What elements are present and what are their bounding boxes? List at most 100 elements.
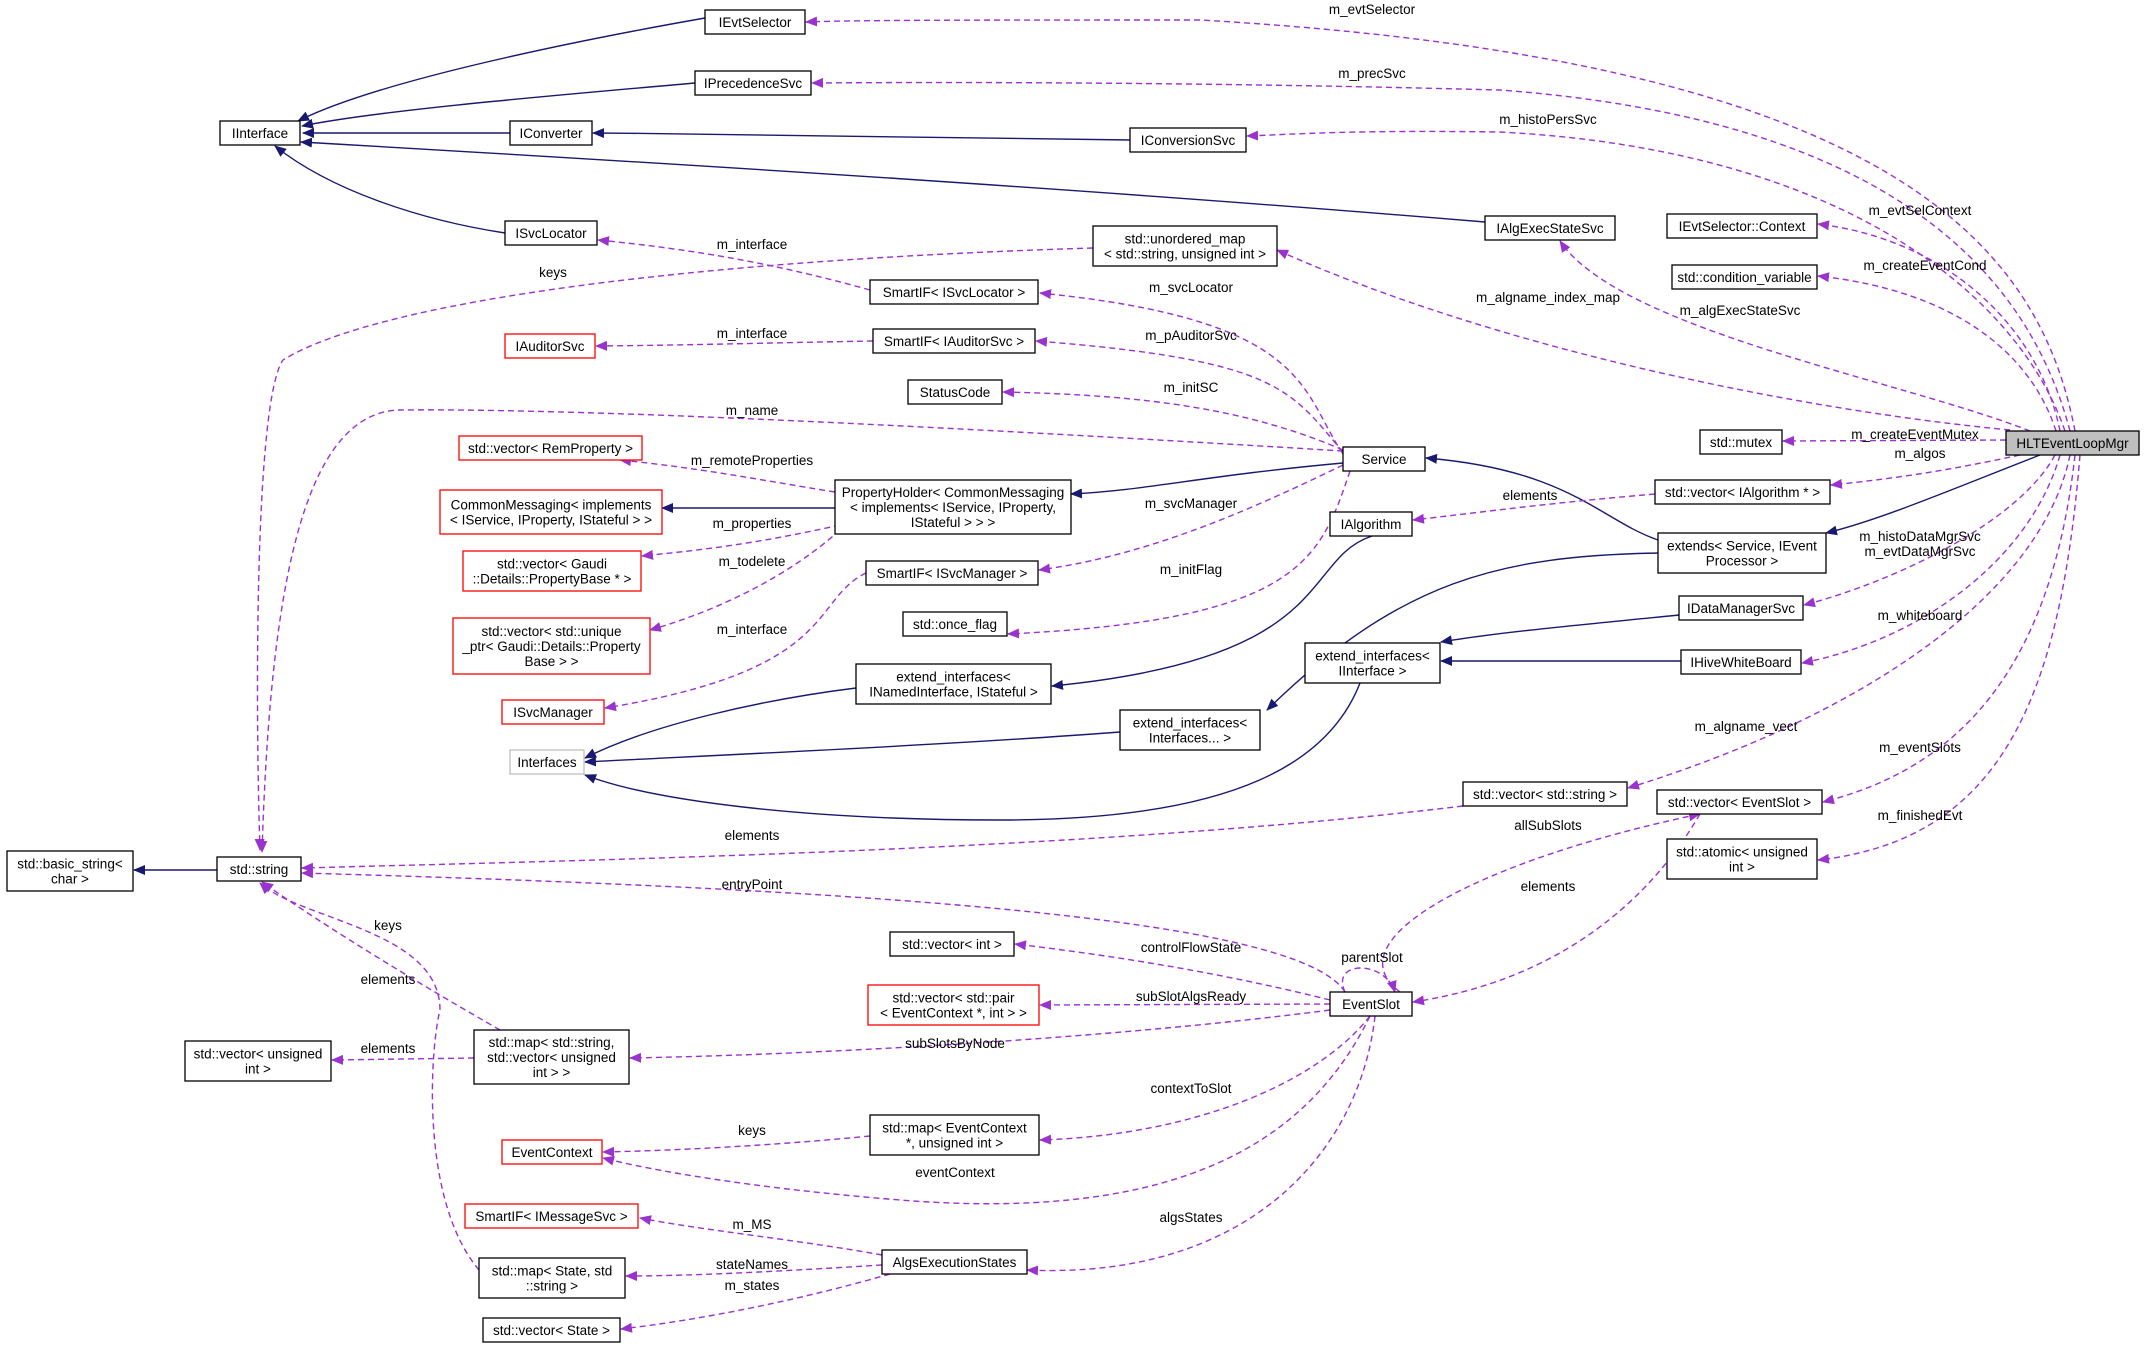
edge-label-m-interface-1: m_interface	[717, 237, 788, 252]
node-box	[504, 220, 598, 246]
node-extend-interfaces-iinterface[interactable]: extend_interfaces<IInterface >	[1304, 642, 1441, 684]
node-commonmessaging[interactable]: CommonMessaging< implements< IService, I…	[439, 489, 663, 535]
node-vector-ialgorithm[interactable]: std::vector< IAlgorithm * >	[1654, 479, 1831, 505]
node-hlteventloopmgr[interactable]: HLTEventLoopMgr	[2005, 430, 2140, 456]
node-box	[1329, 511, 1413, 537]
node-eventcontext[interactable]: EventContext	[501, 1139, 603, 1165]
node-basic-string[interactable]: std::basic_string<char >	[6, 850, 134, 892]
edge-label-m-algexecstatesvc: m_algExecStateSvc	[1680, 303, 1801, 318]
edge-m-initflag	[1007, 470, 1351, 639]
node-label-line: < IService, IProperty, IStateful > >	[450, 513, 652, 528]
edge-label-controlflowstate: controlFlowState	[1141, 940, 1242, 955]
node-idatamanagersvc[interactable]: IDataManagerSvc	[1678, 595, 1804, 621]
edge-label-m-initsc: m_initSC	[1164, 380, 1219, 395]
edge-m-svclocator	[1039, 289, 1344, 455]
node-vector-remproperty[interactable]: std::vector< RemProperty >	[458, 435, 643, 461]
node-extend-interfaces-dots[interactable]: extend_interfaces<Interfaces... >	[1119, 709, 1261, 751]
node-vector-pair[interactable]: std::vector< std::pair< EventContext *, …	[867, 984, 1040, 1026]
edge-subslotsbynode	[629, 1009, 1331, 1063]
node-eventslot[interactable]: EventSlot	[1329, 991, 1413, 1017]
node-label-line: IInterface	[232, 126, 288, 141]
node-propertyholder[interactable]: PropertyHolder< CommonMessaging< impleme…	[834, 479, 1072, 535]
node-once-flag[interactable]: std::once_flag	[902, 611, 1008, 637]
node-label-line: HLTEventLoopMgr	[2016, 436, 2129, 451]
node-iprecedencesvc[interactable]: IPrecedenceSvc	[694, 70, 812, 96]
edge-label-m-algos: m_algos	[1894, 446, 1945, 461]
node-smartif-iauditorsvc[interactable]: SmartIF< IAuditorSvc >	[872, 328, 1036, 354]
edge-m-svcmanager	[1038, 464, 1344, 574]
edge-contexttoslot	[1039, 1015, 1371, 1145]
edge-label-m-properties: m_properties	[713, 516, 792, 531]
edge-label-contexttoslot: contextToSlot	[1150, 1081, 1231, 1096]
node-std-mutex[interactable]: std::mutex	[1699, 429, 1783, 455]
node-label-line: ISvcLocator	[515, 226, 587, 241]
edge-label-algsstates: algsStates	[1159, 1210, 1222, 1225]
node-label-line: SmartIF< IAuditorSvc >	[884, 334, 1024, 349]
node-isvclocator[interactable]: ISvcLocator	[504, 220, 598, 246]
node-vector-string[interactable]: std::vector< std::string >	[1462, 781, 1628, 807]
node-algsexecutionstates[interactable]: AlgsExecutionStates	[881, 1249, 1028, 1275]
node-ialgexecstatesvc[interactable]: IAlgExecStateSvc	[1484, 215, 1616, 241]
node-box	[462, 550, 642, 592]
node-vector-state[interactable]: std::vector< State >	[482, 1317, 621, 1343]
node-vector-eventslot[interactable]: std::vector< EventSlot >	[1656, 789, 1823, 815]
node-extend-interfaces-inamed[interactable]: extend_interfaces<INamedInterface, IStat…	[855, 663, 1052, 705]
edge-m-states	[620, 1273, 891, 1333]
edge-m-createeventmutex	[1782, 435, 2007, 446]
node-map-string-vector[interactable]: std::map< std::string,std::vector< unsig…	[473, 1029, 630, 1085]
edge-label-m-evtselector: m_evtSelector	[1329, 2, 1416, 17]
edge-extdots-interfaces	[584, 731, 1121, 767]
edge-m-createeventcond	[1817, 272, 2057, 432]
edge-extends-extendifdots	[1266, 552, 1659, 711]
node-iconverter[interactable]: IConverter	[509, 120, 593, 146]
node-unordered-map[interactable]: std::unordered_map< std::string, unsigne…	[1092, 225, 1278, 267]
node-box	[1304, 642, 1441, 684]
node-label-line: IAuditorSvc	[515, 339, 584, 354]
node-box	[2005, 430, 2140, 456]
node-smartif-imessagesvc[interactable]: SmartIF< IMessageSvc >	[464, 1203, 639, 1229]
node-vector-propertybase[interactable]: std::vector< Gaudi::Details::PropertyBas…	[462, 550, 642, 592]
node-smartif-isvclocator[interactable]: SmartIF< ISvcLocator >	[869, 279, 1039, 305]
node-interfaces[interactable]: Interfaces	[509, 749, 585, 775]
node-ialgorithm[interactable]: IAlgorithm	[1329, 511, 1413, 537]
node-iinterface[interactable]: IInterface	[219, 120, 301, 146]
node-isvcmanager[interactable]: ISvcManager	[501, 699, 605, 725]
edge-label-m-evtselcontext: m_evtSelContext	[1869, 203, 1972, 218]
node-map-state-string[interactable]: std::map< State, std::string >	[478, 1257, 626, 1299]
node-condition-variable[interactable]: std::condition_variable	[1671, 264, 1818, 290]
node-box	[464, 1203, 639, 1229]
node-std-string[interactable]: std::string	[216, 856, 302, 882]
edge-m-interface-svcmanager	[604, 572, 867, 712]
node-label-line: char >	[51, 872, 89, 887]
node-ihivewhiteboard[interactable]: IHiveWhiteBoard	[1680, 649, 1802, 675]
edge-eventcontext	[602, 1015, 1371, 1205]
node-map-eventcontext[interactable]: std::map< EventContext*, unsigned int >	[869, 1114, 1040, 1156]
node-ievtselectorcontext[interactable]: IEvtSelector::Context	[1666, 213, 1818, 239]
node-statuscode[interactable]: StatusCode	[907, 379, 1003, 405]
edge-m-algexecstatesvc	[1559, 240, 2031, 432]
node-label-line: std::condition_variable	[1677, 270, 1811, 285]
node-iauditorsvc[interactable]: IAuditorSvc	[504, 333, 596, 359]
node-ievtselector[interactable]: IEvtSelector	[704, 9, 806, 35]
node-label-line: std::vector< IAlgorithm * >	[1665, 485, 1820, 500]
node-box	[1119, 709, 1261, 751]
edge-m-evtselcontext	[1817, 220, 2061, 432]
node-smartif-isvcmanager[interactable]: SmartIF< ISvcManager >	[865, 560, 1039, 586]
node-vector-unique-ptr[interactable]: std::vector< std::unique_ptr< Gaudi::Det…	[452, 617, 651, 675]
node-label-line: EventContext	[511, 1145, 592, 1160]
node-label-line: Interfaces	[517, 755, 577, 770]
node-iconversionsvc[interactable]: IConversionSvc	[1129, 127, 1247, 153]
edge-keys-unordered-map	[254, 247, 1094, 851]
node-label-line: IAlgorithm	[1341, 517, 1402, 532]
node-vector-int[interactable]: std::vector< int >	[889, 931, 1015, 957]
node-label-line: < EventContext *, int > >	[880, 1006, 1027, 1021]
edge-m-datamgrsvc	[1803, 454, 2056, 608]
node-label-line: PropertyHolder< CommonMessaging	[842, 485, 1064, 500]
node-service[interactable]: Service	[1342, 446, 1426, 472]
node-box	[452, 617, 651, 675]
edge-elements-map-state	[259, 882, 480, 1271]
edge-label-entrypoint: entryPoint	[722, 877, 783, 892]
